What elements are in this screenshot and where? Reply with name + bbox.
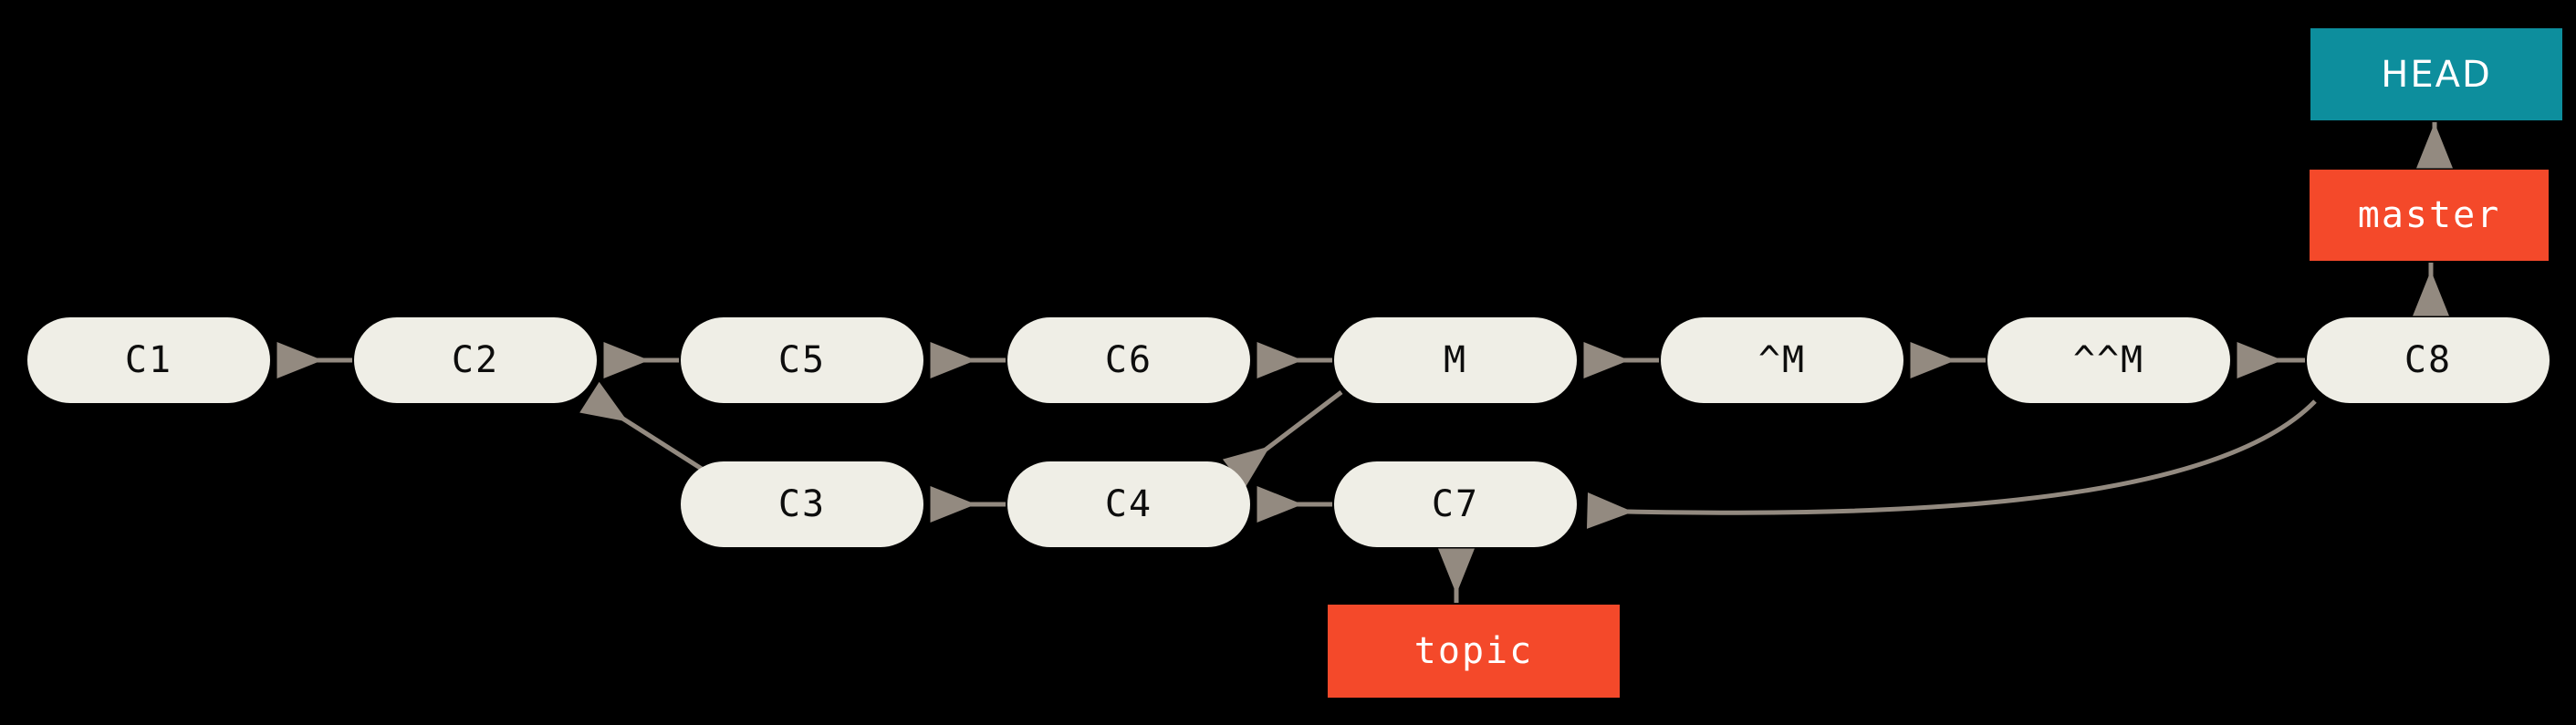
commit-label: C7 [1431,483,1480,525]
commit-label: ^^M [2072,339,2145,381]
commit-node-c6[interactable]: C6 [1007,317,1250,403]
ref-label: master [2357,194,2501,236]
commit-node-c2[interactable]: C2 [354,317,597,403]
commit-node-c1[interactable]: C1 [27,317,270,403]
commit-node-c4[interactable]: C4 [1007,461,1250,547]
commit-node-c7[interactable]: C7 [1334,461,1577,547]
ref-label: HEAD [2381,53,2492,96]
commit-label: C5 [777,339,827,381]
commit-label: ^M [1757,339,1807,381]
commit-node-m[interactable]: M [1334,317,1577,403]
commit-label: C3 [777,483,827,525]
ref-box-master[interactable]: master [2310,170,2549,261]
edge-m-to-c4 [1222,390,1343,489]
commit-label: C2 [451,339,500,381]
edge-c3-to-c2 [579,381,706,473]
commit-node-c8[interactable]: C8 [2307,317,2550,403]
commit-label: C4 [1104,483,1153,525]
edge-c8-to-c7 [1586,399,2317,529]
commit-label: C1 [124,339,173,381]
ref-box-topic[interactable]: topic [1328,605,1620,698]
commit-node-c5[interactable]: C5 [681,317,923,403]
commit-node-c3[interactable]: C3 [681,461,923,547]
commit-node-caret-m[interactable]: ^M [1661,317,1903,403]
ref-box-head[interactable]: HEAD [2310,28,2562,120]
commit-label: C8 [2404,339,2453,381]
commit-node-caret-caret-m[interactable]: ^^M [1987,317,2230,403]
ref-label: topic [1413,630,1534,672]
commit-label: M [1443,339,1468,381]
commit-label: C6 [1104,339,1153,381]
